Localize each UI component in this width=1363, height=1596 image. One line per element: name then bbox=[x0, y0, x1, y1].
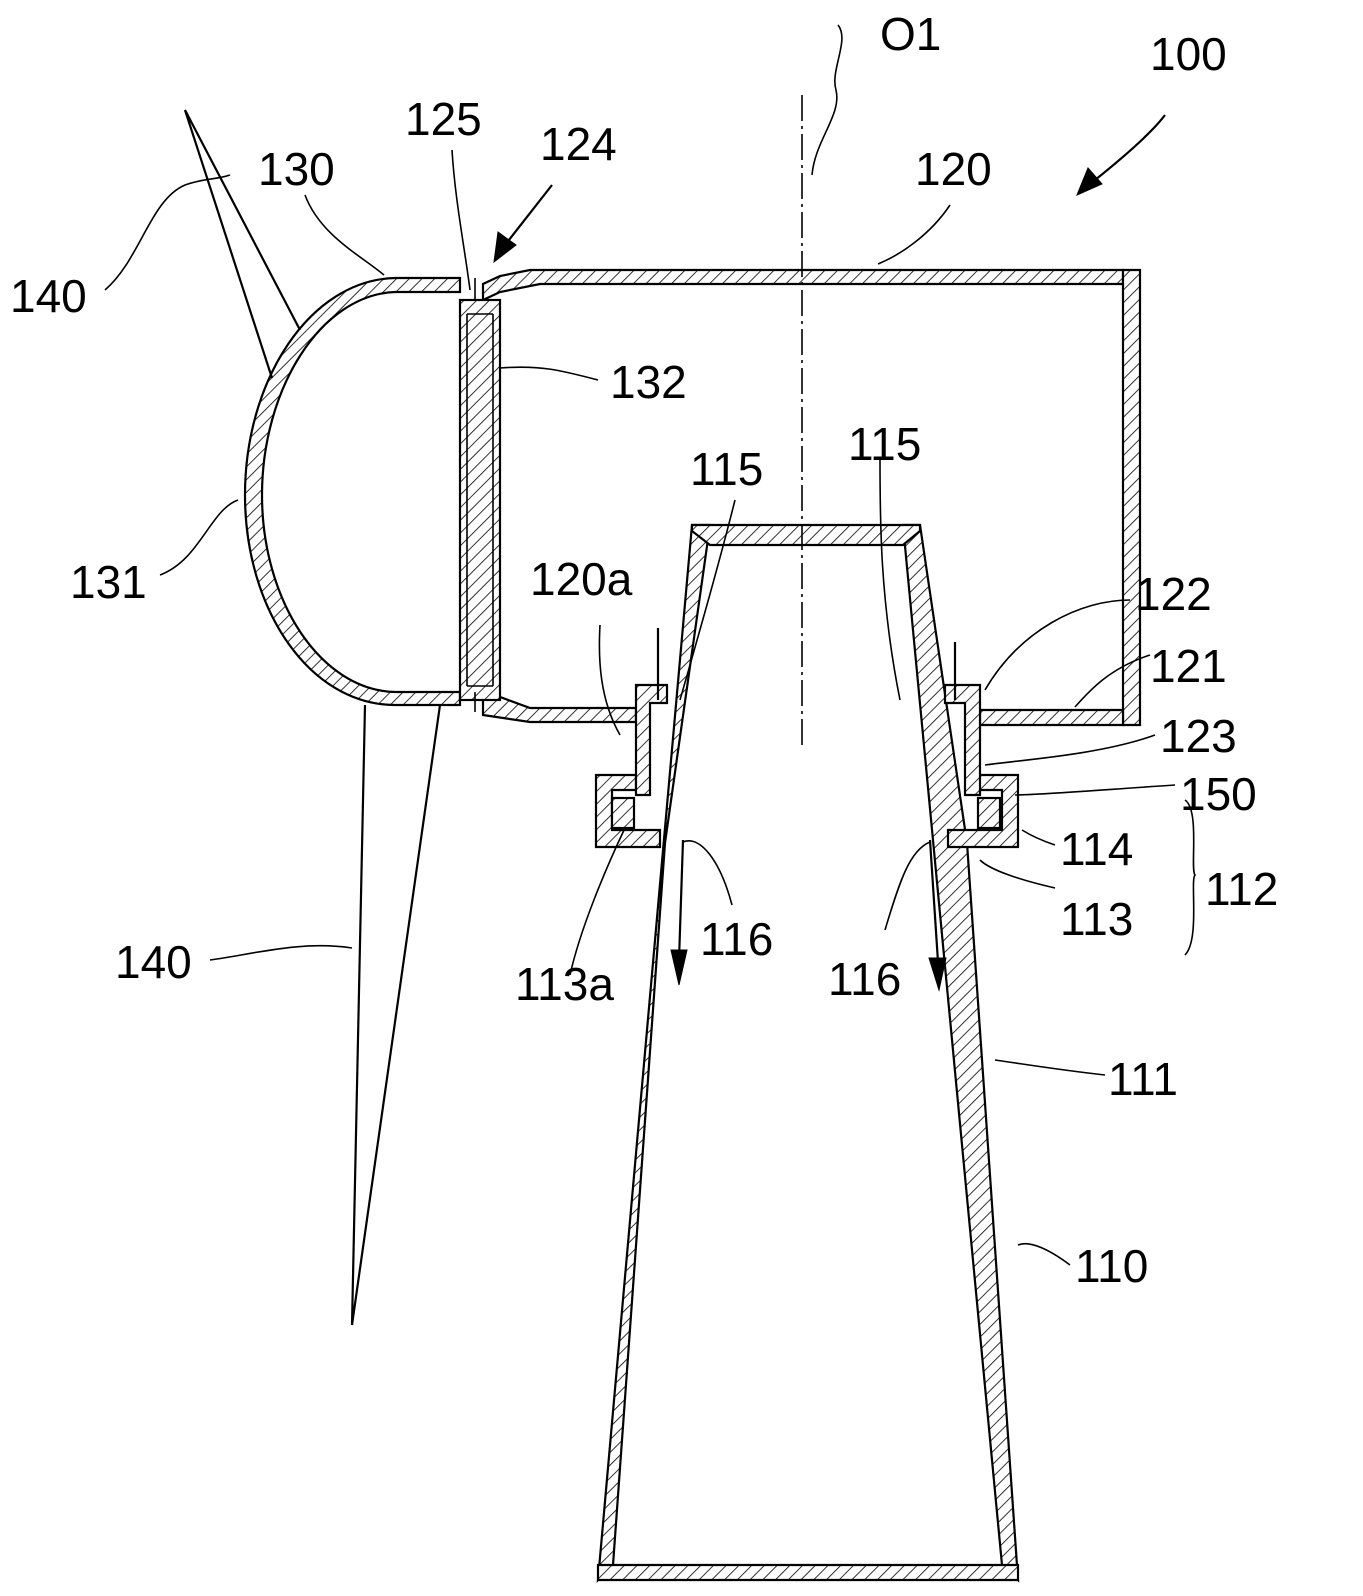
nacelle-top-wall bbox=[481, 268, 1125, 302]
boss-left bbox=[634, 683, 669, 797]
label-122: 122 bbox=[1135, 568, 1212, 620]
flange-right bbox=[946, 773, 1020, 849]
label-121: 121 bbox=[1150, 640, 1227, 692]
label-110: 110 bbox=[1075, 1240, 1148, 1292]
tower-top-wall bbox=[690, 523, 922, 547]
label-113: 113 bbox=[1060, 893, 1133, 945]
blade-upper bbox=[183, 109, 301, 379]
label-125: 125 bbox=[405, 93, 482, 145]
label-111: 111 bbox=[1108, 1053, 1178, 1105]
nacelle-120 bbox=[481, 268, 1142, 797]
arrow-left bbox=[670, 949, 688, 986]
bearing-right bbox=[976, 796, 1002, 830]
label-131: 131 bbox=[70, 556, 147, 608]
arrow-right bbox=[928, 957, 947, 992]
tower-left-wall bbox=[596, 523, 712, 1583]
label-o1: O1 bbox=[880, 8, 941, 60]
blades-140 bbox=[183, 109, 442, 1326]
label-115-left: 115 bbox=[690, 443, 763, 495]
nacelle-bottom-left bbox=[481, 695, 638, 724]
label-120a: 120a bbox=[530, 553, 633, 605]
leader-lines bbox=[104, 24, 1197, 1266]
label-130: 130 bbox=[258, 143, 335, 195]
boss-right bbox=[943, 683, 982, 797]
label-113a: 113a bbox=[515, 958, 614, 1010]
bearing-150 bbox=[610, 796, 1002, 830]
tower-right-wall bbox=[901, 523, 1020, 1583]
bearing-left bbox=[610, 796, 636, 830]
nacelle-right-wall bbox=[1121, 268, 1142, 727]
flow-arrows-116 bbox=[670, 839, 947, 992]
hub-plate-132 bbox=[458, 298, 502, 702]
reference-arrows bbox=[493, 114, 1166, 264]
label-120: 120 bbox=[915, 143, 992, 195]
spinner-131 bbox=[243, 276, 462, 707]
tower-bottom-wall bbox=[596, 1563, 1020, 1582]
blade-lower bbox=[350, 704, 442, 1326]
hub-130 bbox=[243, 276, 502, 712]
label-123: 123 bbox=[1160, 710, 1237, 762]
label-140-bottom: 140 bbox=[115, 936, 192, 988]
label-150: 150 bbox=[1180, 768, 1257, 820]
label-132: 132 bbox=[610, 356, 687, 408]
label-112: 112 bbox=[1205, 863, 1278, 915]
shaft-lines bbox=[656, 628, 957, 700]
tower-110 bbox=[596, 523, 1020, 1583]
label-114: 114 bbox=[1060, 823, 1133, 875]
label-124: 124 bbox=[540, 118, 617, 170]
label-100: 100 bbox=[1150, 28, 1227, 80]
label-115-right: 115 bbox=[848, 418, 921, 470]
label-116-right: 116 bbox=[828, 953, 901, 1005]
label-140-top: 140 bbox=[10, 270, 87, 322]
label-116-left: 116 bbox=[700, 913, 773, 965]
nacelle-bottom-right bbox=[978, 708, 1125, 727]
reference-labels: O1 100 120 124 125 130 140 132 131 115 1… bbox=[10, 8, 1278, 1292]
